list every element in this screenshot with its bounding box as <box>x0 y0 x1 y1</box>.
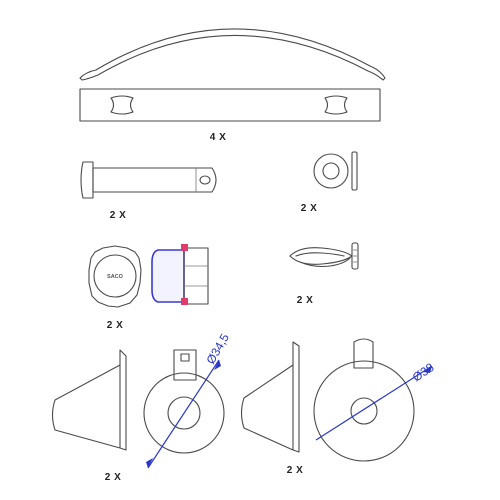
qty-springs: 4 X <box>210 132 227 143</box>
r-clip <box>289 242 359 270</box>
bushing-side <box>151 244 209 305</box>
bushing-front: SACO <box>88 245 142 308</box>
qty-pin: 2 X <box>110 210 127 221</box>
cap-large-side <box>240 341 300 453</box>
bushing-marker-top <box>181 244 188 251</box>
qty-cap-small: 2 X <box>105 472 122 483</box>
dim-large: Ø38 <box>410 360 437 384</box>
washer <box>313 151 358 191</box>
qty-bushing: 2 X <box>107 320 124 331</box>
cap-large-front: Ø38 <box>313 338 437 462</box>
flat-spring-plate <box>79 88 381 122</box>
curved-spring <box>79 28 386 81</box>
bushing-brand: SACO <box>107 274 124 280</box>
bushing-marker-bottom <box>181 298 188 305</box>
clevis-pin <box>80 161 217 199</box>
cap-small-side <box>51 349 127 451</box>
cap-small-front: Ø34,5 <box>143 331 232 469</box>
dim-small: Ø34,5 <box>203 331 232 367</box>
qty-clip: 2 X <box>297 295 314 306</box>
qty-washer: 2 X <box>301 203 318 214</box>
qty-cap-large: 2 X <box>287 465 304 476</box>
